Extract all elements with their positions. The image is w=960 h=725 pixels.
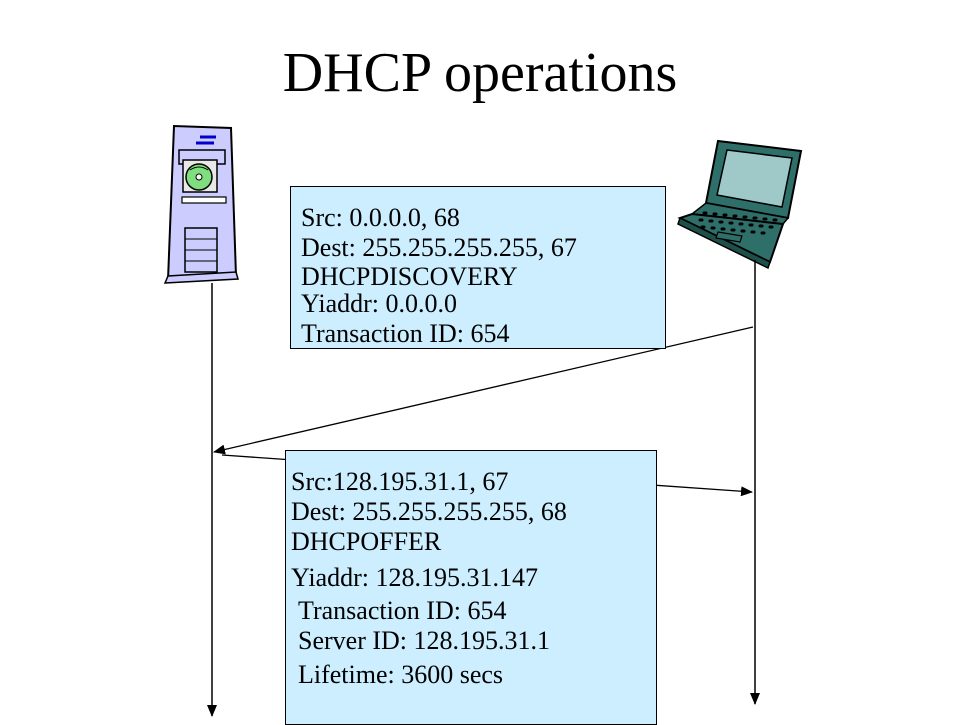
offer-yiaddr: Yiaddr: 128.195.31.147 [291, 563, 538, 592]
server-tower-icon [163, 124, 239, 284]
offer-server-id: Server ID: 128.195.31.1 [298, 626, 551, 655]
offer-dest: Dest: 255.255.255.255, 68 [291, 497, 567, 526]
discover-dest: Dest: 255.255.255.255, 67 [301, 233, 577, 262]
discover-src: Src: 0.0.0.0, 68 [301, 203, 460, 232]
discover-transaction-id: Transaction ID: 654 [301, 319, 510, 348]
offer-src: Src:128.195.31.1, 67 [291, 467, 509, 496]
offer-lifetime: Lifetime: 3600 secs [298, 660, 504, 689]
discover-yiaddr: Yiaddr: 0.0.0.0 [301, 289, 457, 318]
laptop-icon [677, 139, 803, 270]
discover-type: DHCPDISCOVERY [301, 262, 518, 291]
offer-type: DHCPOFFER [291, 527, 442, 556]
diagram-title: DHCP operations [282, 42, 678, 104]
offer-transaction-id: Transaction ID: 654 [298, 596, 507, 625]
dhcpdiscover-message-box [290, 186, 666, 349]
dhcpoffer-message-box [285, 450, 657, 725]
